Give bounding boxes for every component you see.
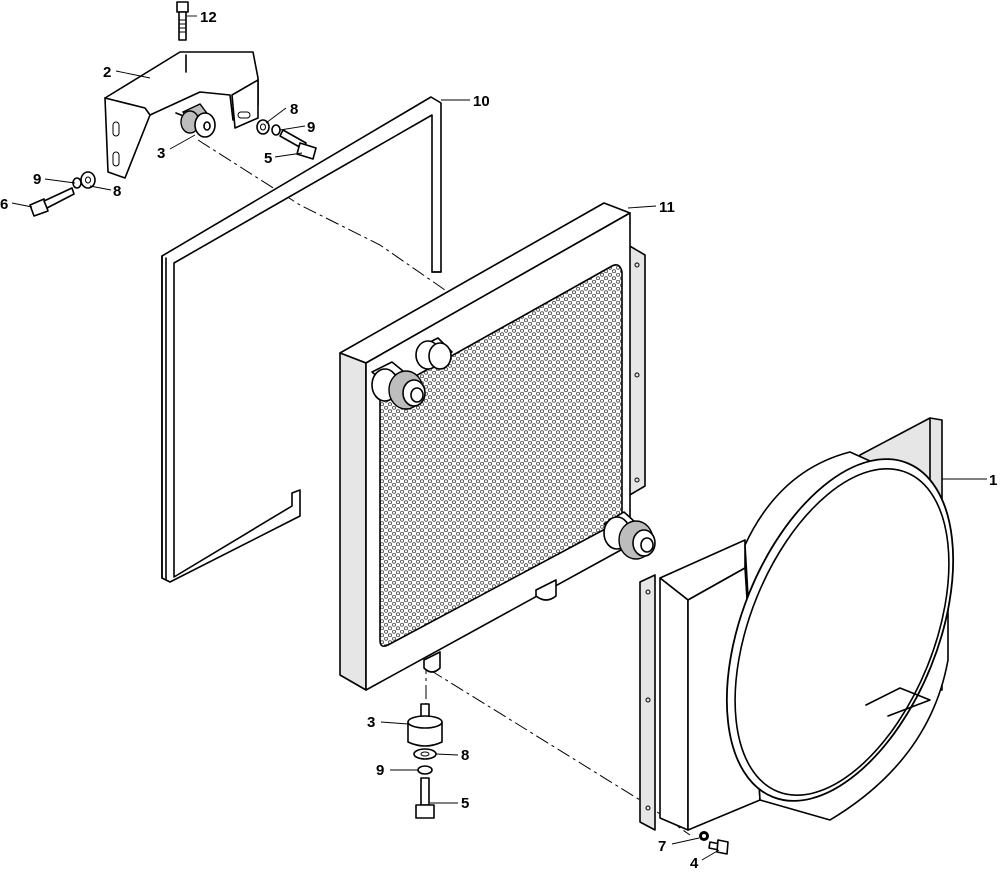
callout-6: 6: [0, 196, 8, 213]
callout-9-upper-right: 9: [307, 119, 315, 136]
upper-hose-fitting: [371, 361, 426, 410]
radiator-cooler: [339, 202, 646, 691]
callout-11: 11: [659, 199, 675, 216]
callout-2: 2: [103, 64, 111, 81]
fasteners-upper-left: [29, 171, 96, 217]
mounting-bracket: [104, 51, 259, 179]
callout-5-lower: 5: [461, 795, 469, 812]
callout-8-upper-left: 8: [113, 183, 121, 200]
callout-8-upper-right: 8: [290, 101, 298, 118]
leader-lines: [11, 15, 987, 861]
callout-4: 4: [690, 855, 699, 872]
callout-5-upper: 5: [264, 150, 272, 167]
lower-hose-fitting: [603, 511, 656, 560]
rubber-mount-bracket: [175, 103, 216, 138]
bolt-12: [176, 1, 189, 41]
callout-1: 1: [989, 472, 997, 489]
fasteners-lower: [407, 703, 443, 819]
callout-12: 12: [200, 9, 217, 26]
callout-3-lower: 3: [367, 714, 375, 731]
callout-10: 10: [473, 93, 490, 110]
fan-shroud: [639, 417, 955, 831]
fasteners-upper-right: [256, 119, 317, 160]
callout-8-lower: 8: [461, 747, 469, 764]
fasteners-lower-right: [699, 831, 729, 855]
rubber-mount-top: [415, 337, 453, 370]
callout-9-lower: 9: [376, 762, 384, 779]
callout-labels: 12 2 3 8 9 5 9 8 6 10 11 1 3 8 9 5 7 4: [0, 9, 997, 872]
gasket-frame: [161, 96, 442, 583]
callout-3-upper: 3: [157, 145, 165, 162]
callout-7: 7: [658, 838, 666, 855]
callout-9-upper-left: 9: [33, 171, 41, 188]
